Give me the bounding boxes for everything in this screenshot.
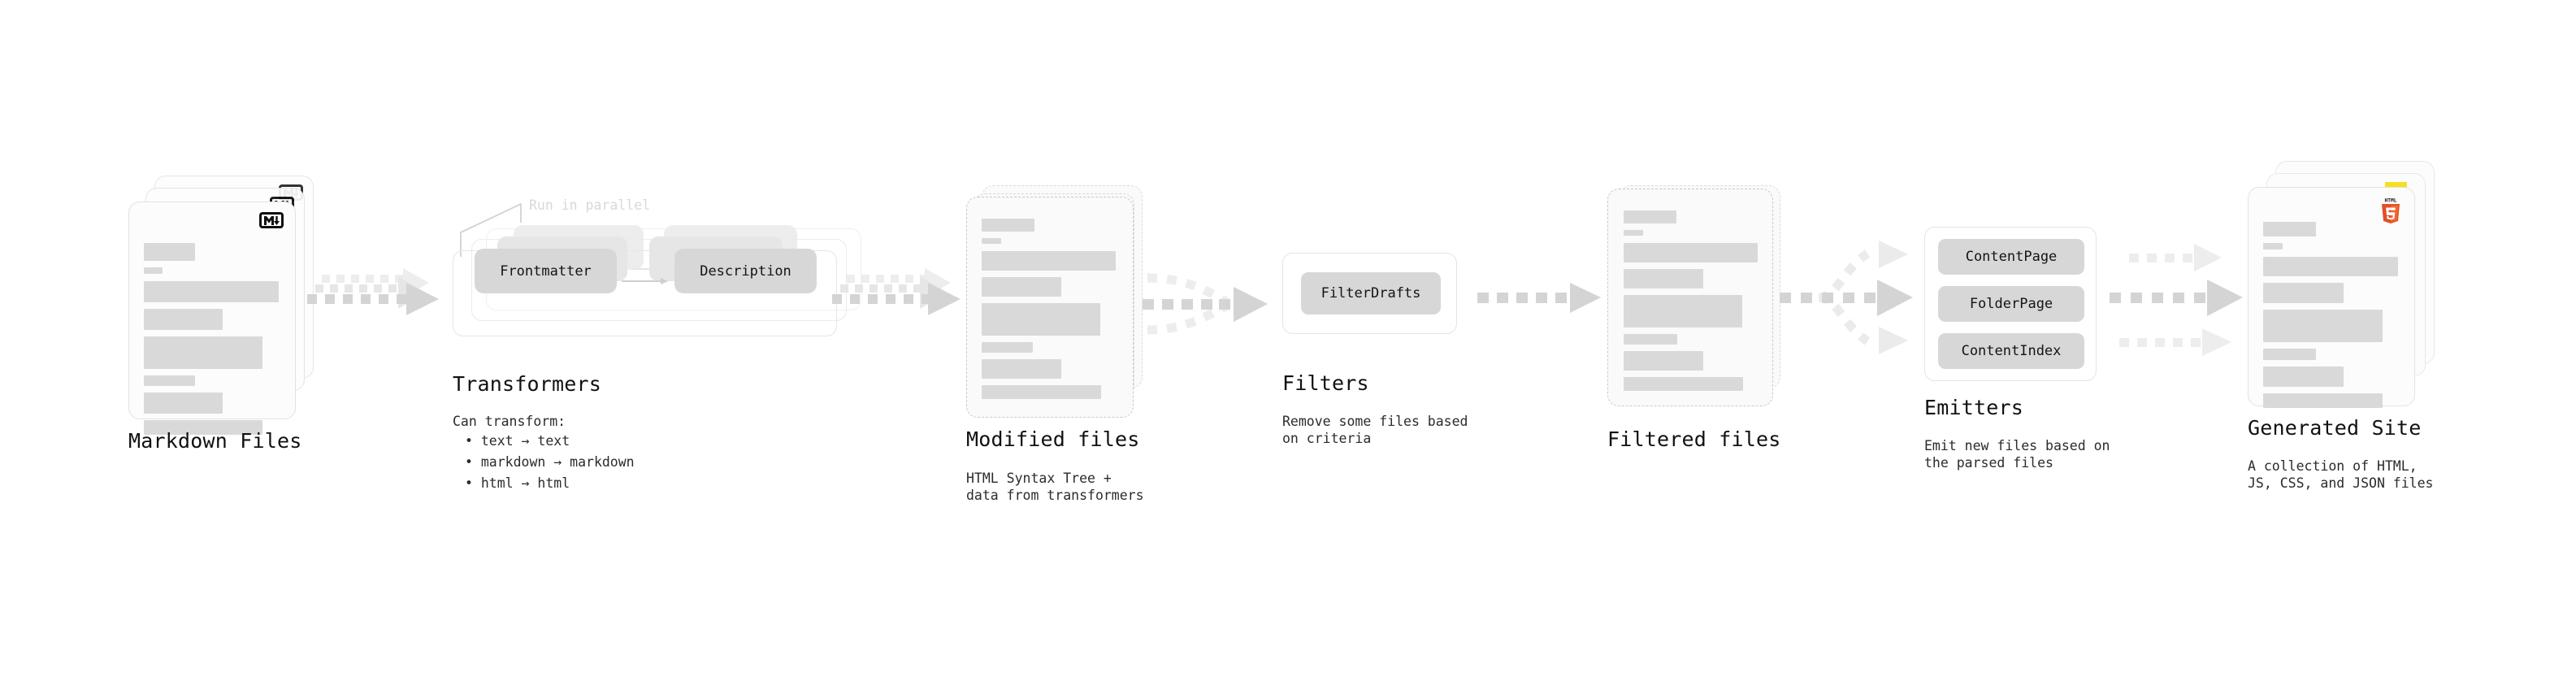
transformer-group-front: Frontmatter Description [453,249,837,336]
filter-chip-filterdrafts[interactable]: FilterDrafts [1301,272,1441,314]
conn-markdown-to-transformers [307,268,453,349]
conn-modified-to-filters [1138,260,1284,358]
html5-icon: HTML [2379,196,2401,223]
transformer-pill-description[interactable]: Description [674,249,817,293]
filtered-card-front [1607,189,1773,406]
emitters-group: ContentPage FolderPage ContentIndex [1924,227,2097,381]
emitter-chip-contentpage[interactable]: ContentPage [1938,239,2084,275]
site-card-front: HTML [2248,187,2415,408]
transformer-inner-arrow [633,265,667,273]
page-title-markdown-files: Markdown Files [128,429,302,453]
page-title-filters: Filters [1282,371,1369,395]
transformers-bullet-0: • text → text [465,433,570,449]
card-placeholder-lines [982,219,1120,406]
emitter-chip-folderpage[interactable]: FolderPage [1938,286,2084,322]
transformers-bullet-1: • markdown → markdown [465,454,635,470]
modified-card-front [966,197,1134,418]
svg-text:HTML: HTML [2385,197,2397,203]
page-title-generated-site: Generated Site [2248,416,2422,440]
emitters-subtitle: Emit new files based on the parsed files [1924,438,2110,471]
filters-group: FilterDrafts [1282,253,1457,334]
conn-filtered-to-emitters [1780,232,1934,362]
card-placeholder-lines [1624,210,1759,397]
markdown-icon [259,212,284,228]
page-title-modified-files: Modified files [966,427,1140,451]
card-placeholder-lines [2263,222,2401,414]
markdown-card-front [128,202,296,435]
emitter-chip-contentindex[interactable]: ContentIndex [1938,333,2084,369]
modified-files-subtitle: HTML Syntax Tree + data from transformer… [966,471,1144,503]
parallel-note: Run in parallel [529,197,651,213]
page-title-emitters: Emitters [1924,396,2024,419]
card-placeholder-lines [144,243,282,441]
conn-filters-to-filtered [1477,283,1607,332]
transformers-subtitle-head: Can transform: [453,414,566,429]
transformer-inner-arrow [622,277,669,285]
page-title-transformers: Transformers [453,372,602,396]
generated-site-subtitle: A collection of HTML, JS, CSS, and JSON … [2248,458,2434,491]
transformer-pill-frontmatter[interactable]: Frontmatter [475,249,617,293]
transformers-bullet-2: • html → html [465,475,570,491]
filters-subtitle: Remove some files based on criteria [1282,414,1468,446]
conn-emitters-to-site [2110,232,2264,362]
page-title-filtered-files: Filtered files [1607,427,1781,451]
